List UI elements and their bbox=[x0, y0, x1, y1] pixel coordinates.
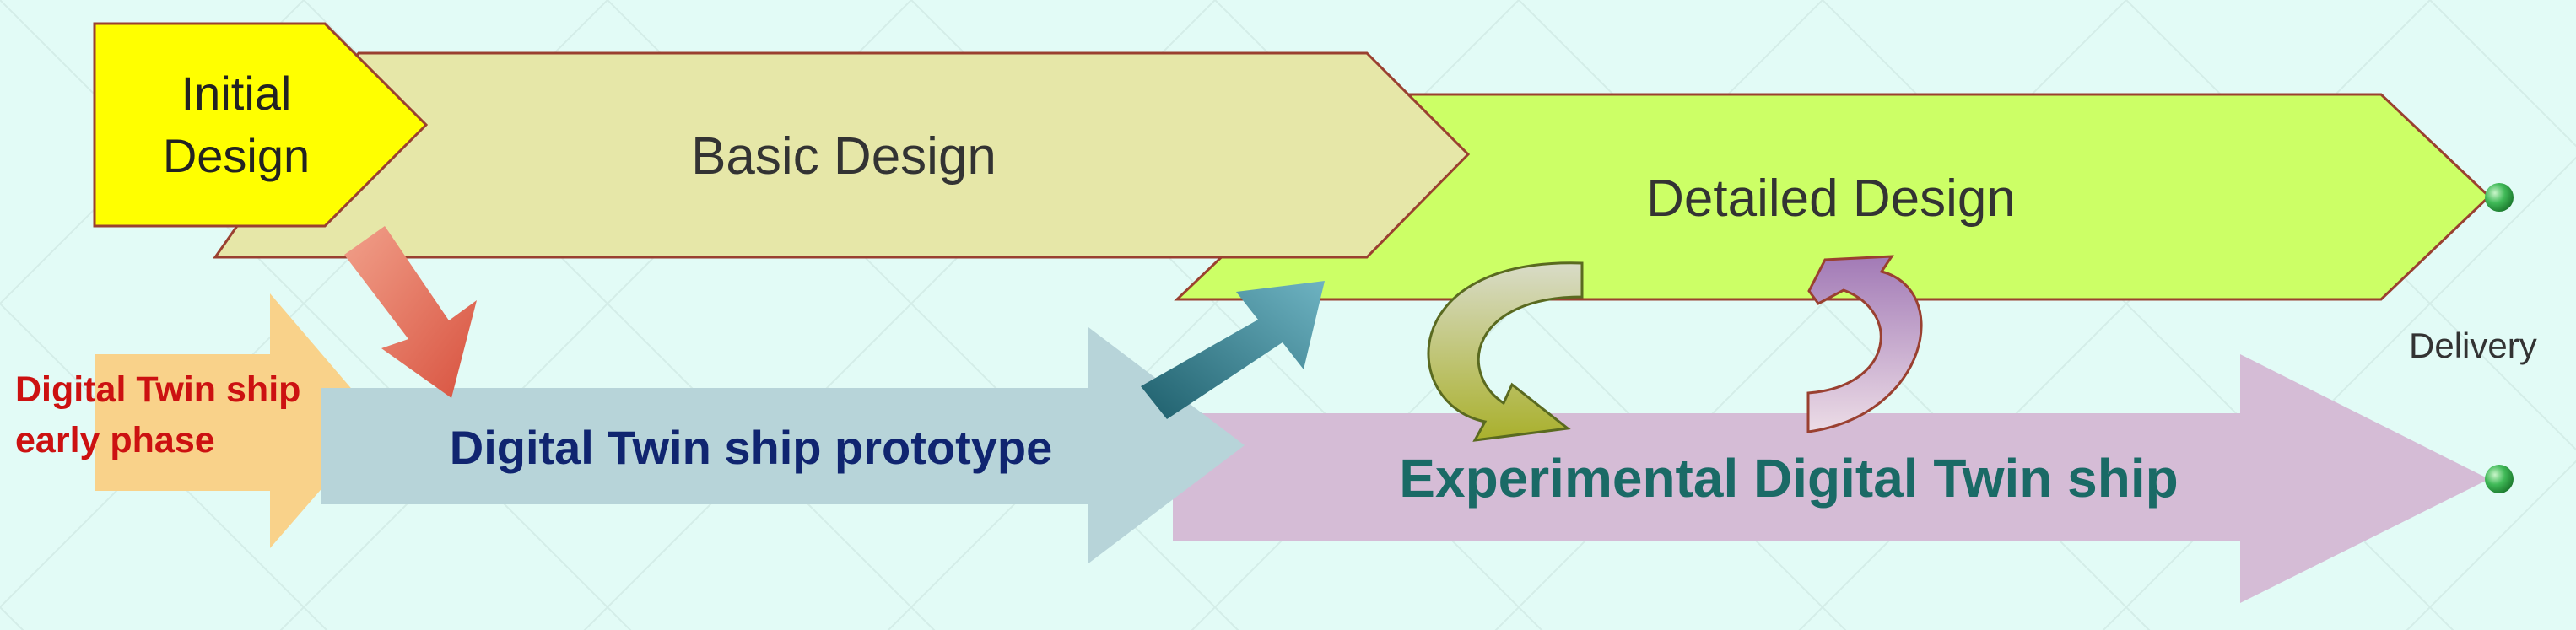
initial-design-label: Initial Design bbox=[162, 67, 311, 182]
prototype-arrow bbox=[321, 327, 1245, 563]
delivery-label: Delivery bbox=[2409, 326, 2537, 365]
early-phase-label: Digital Twin ship early phase bbox=[15, 369, 301, 460]
loop-arrow-left bbox=[1427, 261, 1584, 442]
prototype-to-detailed-arrow bbox=[1141, 281, 1325, 419]
initial-design-chevron bbox=[93, 22, 429, 228]
milestone-dot-top bbox=[2485, 183, 2514, 212]
prototype-label: Digital Twin ship prototype bbox=[449, 421, 1053, 474]
basic-design-label: Basic Design bbox=[691, 127, 996, 186]
loop-arrow-right bbox=[1806, 255, 1923, 433]
milestone-dot-bottom bbox=[2485, 465, 2514, 493]
detailed-design-label: Detailed Design bbox=[1646, 170, 2016, 228]
initial-to-prototype-arrow bbox=[344, 226, 477, 398]
experimental-twin-label: Experimental Digital Twin ship bbox=[1399, 448, 2179, 509]
early-phase-arrow bbox=[95, 293, 380, 548]
